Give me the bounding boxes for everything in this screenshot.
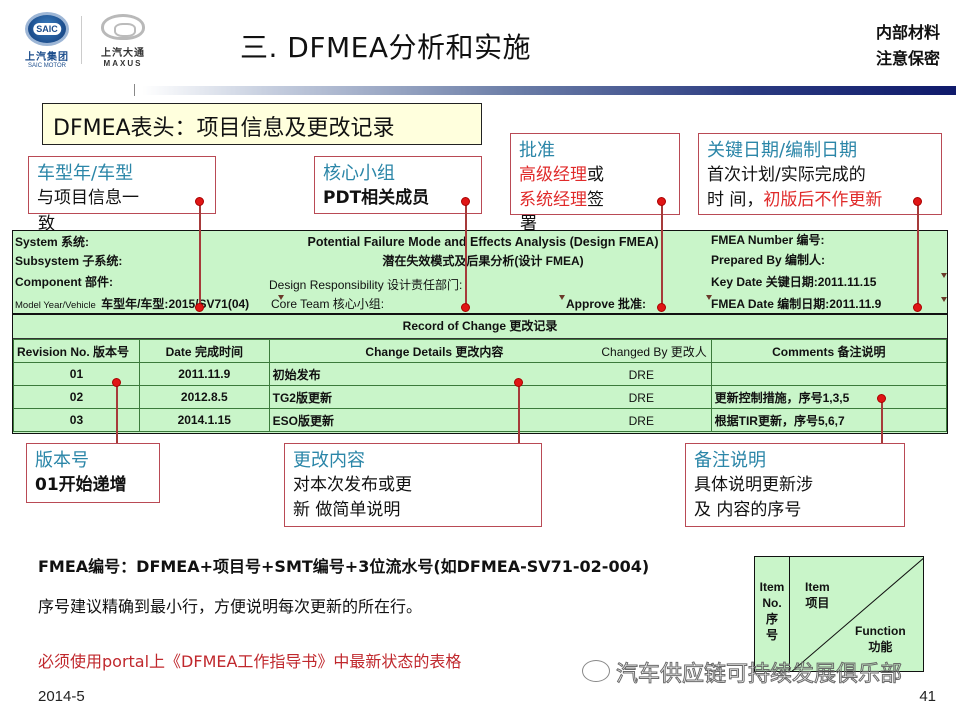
callout-revision: 版本号 01开始递增 [26,443,160,503]
page-number: 41 [919,688,936,705]
connector-dot [461,197,470,206]
field-system: System 系统: [15,235,90,249]
saic-logo: SAIC 上汽集团 SAIC MOTOR [22,12,72,69]
connector-line [917,201,919,307]
section-header: DFMEA表头：项目信息及更改记录 [42,103,482,145]
connector-line [116,382,118,462]
callout-model-year-overflow: 致 [38,214,55,234]
item-function-table: Item No. 序 号 Item 项目 Function 功能 [754,556,924,672]
connector-dot [877,394,886,403]
maxus-logo: 上汽大通 MAXUS [92,14,154,70]
table-header-row: Revision No. 版本号 Date 完成时间 Change Detail… [13,339,948,363]
slide-title: 三. DFMEA分析和实施 [240,31,531,64]
field-key-date: Key Date 关键日期:2011.11.15 [711,275,877,289]
form-project-info: System 系统: Subsystem 子系统: Component 部件: … [13,231,947,315]
function-label: Function 功能 [855,624,906,654]
field-fmea-number: FMEA Number 编号: [711,233,825,247]
logo-divider [81,16,82,64]
wechat-icon [582,660,610,682]
connector-line [199,201,201,307]
note-item-no-rule: 序号建议精确到最小行，方便说明每次更新的所在行。 [38,597,423,616]
comment-marker-icon [941,297,947,302]
field-subsystem: Subsystem 子系统: [15,254,123,268]
saic-emblem-icon: SAIC [25,12,69,46]
change-record-table: Revision No. 版本号 Date 完成时间 Change Detail… [13,339,948,432]
callout-approve-overflow: 署 [520,214,537,234]
comment-marker-icon [278,295,284,300]
callout-key-date: 关键日期/编制日期 首次计划/实际完成的 时 间，初版后不作更新 [698,133,942,215]
comment-marker-icon [559,295,565,300]
watermark: 汽车供应链可持续发展俱乐部 [615,662,903,688]
item-label: Item 项目 [805,580,830,610]
form-title-en: Potential Failure Mode and Effects Analy… [307,235,659,249]
connector-dot [913,197,922,206]
connector-dot [195,197,204,206]
record-of-change-title: Record of Change 更改记录 [13,315,947,339]
callout-approve: 批准 高级经理或 系统经理签 [510,133,680,215]
field-component: Component 部件: [15,275,113,289]
field-model-year: Model Year/Vehicle 车型年/车型:2015/SV71(04) [15,297,250,311]
note-portal-rule: 必须使用portal上《DFMEA工作指导书》中最新状态的表格 [38,652,462,671]
confidential-label: 内部材料 注意保密 [875,23,940,68]
field-approve: Approve 批准: [566,297,647,311]
fmea-form-header: System 系统: Subsystem 子系统: Component 部件: … [12,230,948,434]
connector-dot [657,197,666,206]
connector-dot [913,303,922,312]
title-gradient-bar [142,86,956,95]
callout-core-team: 核心小组 PDT相关成员 [314,156,482,214]
connector-line [661,201,663,307]
title-bar-tick [134,84,135,96]
field-prepared-by: Prepared By 编制人: [711,253,826,267]
callout-change-details: 更改内容 对本次发布或更 新 做简单说明 [284,443,542,527]
callout-comments: 备注说明 具体说明更新涉 及 内容的序号 [685,443,905,527]
connector-dot [195,303,204,312]
callout-model-year: 车型年/车型 与项目信息一 [28,156,216,214]
field-design-responsibility: Design Responsibility 设计责任部门: [269,278,463,292]
connector-line [881,398,883,458]
connector-line [465,201,467,307]
connector-dot [657,303,666,312]
model-year-value: 2015/SV71(04) [168,297,250,311]
field-core-team: Core Team 核心小组: [271,297,385,311]
connector-dot [112,378,121,387]
footer-date: 2014-5 [38,688,85,705]
connector-dot [514,378,523,387]
connector-dot [461,303,470,312]
connector-line [518,382,520,458]
field-fmea-date: FMEA Date 编制日期:2011.11.9 [711,297,882,311]
note-fmea-number-rule: FMEA编号：DFMEA+项目号+SMT编号+3位流水号(如DFMEA-SV71… [38,557,650,576]
item-no-column: Item No. 序 号 [755,557,790,671]
comment-marker-icon [706,295,712,300]
form-title-cn: 潜在失效模式及后果分析(设计 FMEA) [382,254,584,268]
diagonal-divider [791,558,923,671]
maxus-emblem-icon [101,14,145,40]
comment-marker-icon [941,273,947,278]
